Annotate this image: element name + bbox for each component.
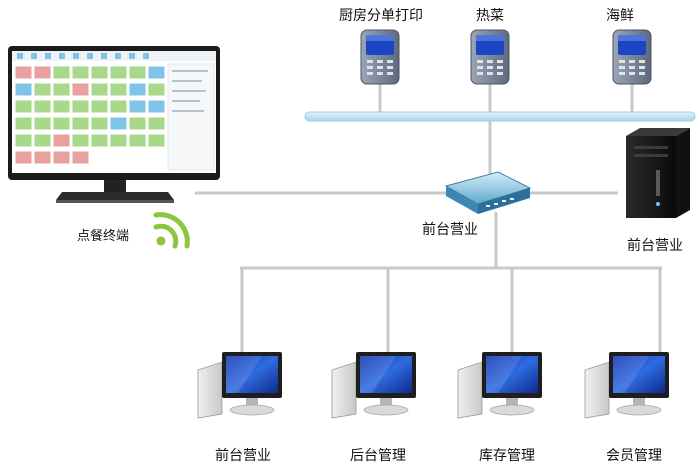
pos-terminal-monitor <box>8 46 220 203</box>
router-icon <box>444 171 532 214</box>
desktop-pc-icon <box>197 352 282 419</box>
label-pc-membership: 会员管理 <box>606 448 662 464</box>
label-hot-dishes: 热菜 <box>476 8 504 24</box>
wifi-icon <box>153 212 190 249</box>
label-kitchen-printer: 厨房分单打印 <box>339 8 423 24</box>
desktop-pc-icon <box>331 352 416 419</box>
cables <box>195 82 662 375</box>
label-seafood: 海鲜 <box>606 8 634 24</box>
desktop-pc-icon <box>584 352 669 419</box>
label-pc-inventory: 库存管理 <box>479 448 535 464</box>
label-pc-front-desk: 前台营业 <box>215 448 271 464</box>
label-pc-back-office: 后台管理 <box>350 448 406 464</box>
label-ordering-terminal: 点餐终端 <box>77 229 130 244</box>
desktop-pc-icon <box>457 352 542 419</box>
phone-icon <box>470 29 510 85</box>
label-server-front-desk: 前台营业 <box>627 238 683 254</box>
phone-icon <box>612 29 652 85</box>
phone-icon <box>360 29 400 85</box>
network-bus <box>304 111 696 122</box>
server-tower-icon <box>626 128 690 218</box>
label-router-front-desk: 前台营业 <box>422 222 478 238</box>
